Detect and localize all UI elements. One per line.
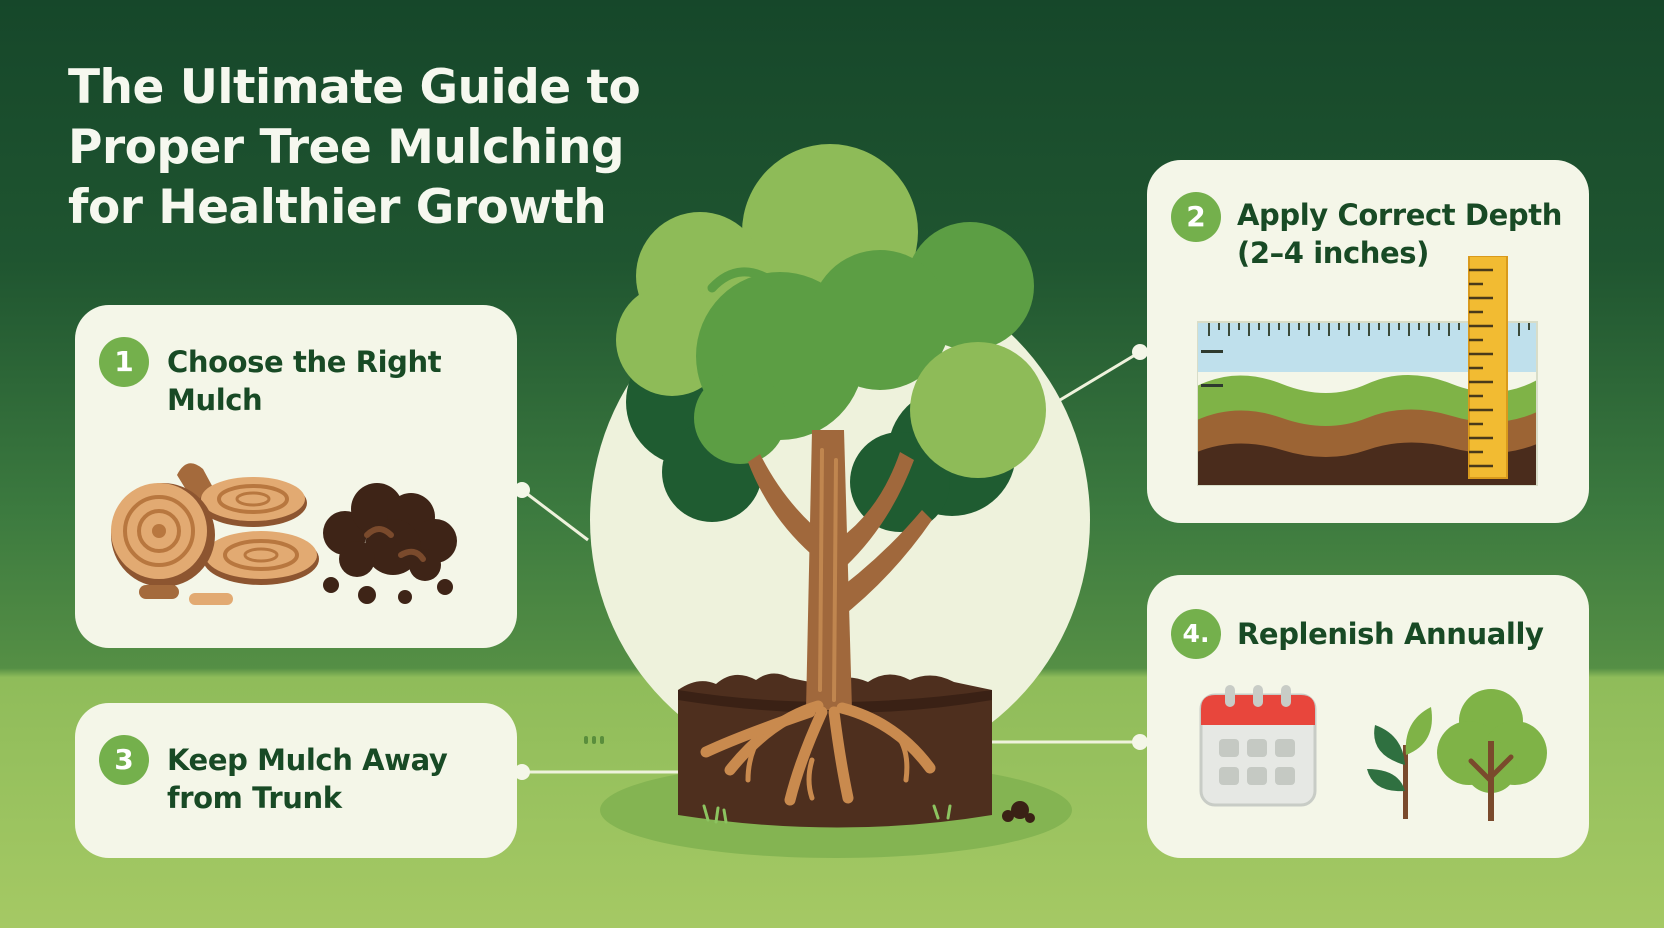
step-badge-3: 3	[99, 735, 149, 785]
step-title-3: Keep Mulch Away from Trunk	[167, 741, 448, 817]
replenish-art	[1199, 685, 1547, 821]
roots-fine	[745, 731, 910, 801]
step-badge-1: 1	[99, 337, 149, 387]
title-line-1: The Ultimate Guide to	[68, 60, 641, 115]
step-title-1-line-1: Choose the Right	[167, 345, 442, 379]
step-title-1-line-2: Mulch	[167, 383, 263, 417]
step-title-3-line-2: from Trunk	[167, 781, 342, 815]
mulch-art	[111, 463, 457, 605]
title-line-2: Proper Tree Mulching	[68, 120, 625, 175]
trunk	[748, 430, 932, 710]
depth-art	[1197, 256, 1538, 486]
calendar-icon	[1199, 685, 1317, 807]
step-badge-4: 4.	[1171, 609, 1221, 659]
connector-lines	[521, 350, 1141, 774]
step-title-2-line-2: (2–4 inches)	[1237, 236, 1430, 270]
step-title-4-line-1: Replenish Annually	[1237, 617, 1544, 651]
step-card-replenish: 4. Replenish Annually	[1147, 575, 1589, 858]
step-card-keep-away: 3 Keep Mulch Away from Trunk	[75, 703, 517, 858]
step-title-4: Replenish Annually	[1237, 615, 1544, 653]
step-title-2-line-1: Apply Correct Depth	[1237, 198, 1562, 232]
soil-block	[678, 673, 1035, 828]
step-title-2: Apply Correct Depth (2–4 inches)	[1237, 196, 1562, 272]
trunk-highlight	[818, 448, 838, 702]
title-line-3: for Healthier Growth	[68, 180, 607, 235]
step-card-choose-mulch: 1 Choose the Right Mulch	[75, 305, 517, 648]
sapling-icon	[1367, 707, 1432, 819]
wood-chips-icon	[111, 463, 319, 605]
tree-icon	[1437, 689, 1547, 821]
compost-icon	[323, 483, 457, 604]
step-badge-2: 2	[1171, 192, 1221, 242]
page-title: The Ultimate Guide to Proper Tree Mulchi…	[68, 58, 668, 238]
step-card-apply-depth: 2 Apply Correct Depth (2–4 inches)	[1147, 160, 1589, 523]
canopy-icon	[616, 144, 1046, 532]
step-title-1: Choose the Right Mulch	[167, 343, 442, 419]
roots	[700, 700, 936, 806]
ruler-icon	[1468, 256, 1508, 479]
step-title-3-line-1: Keep Mulch Away	[167, 743, 448, 777]
